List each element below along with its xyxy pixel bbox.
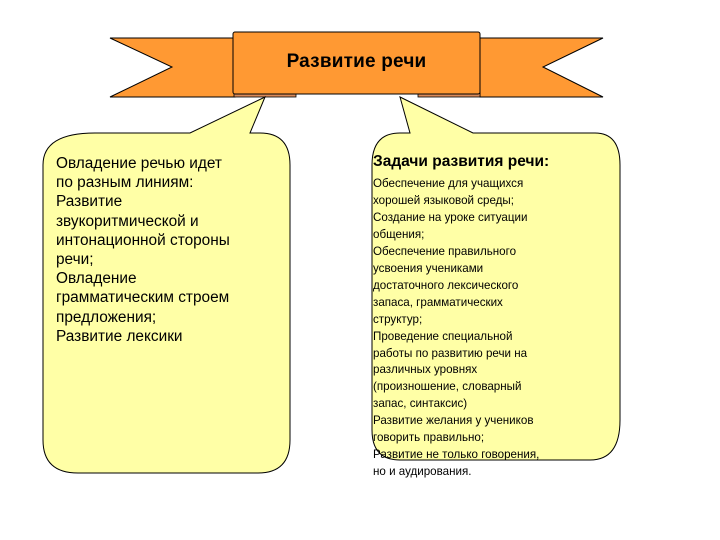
right-callout-list: Обеспечение для учащихся хорошей языково… bbox=[373, 176, 618, 481]
ribbon-right-tail bbox=[479, 37, 604, 98]
task-item: Создание на уроке ситуации общения; bbox=[373, 210, 528, 241]
right-callout-shape bbox=[371, 96, 621, 461]
ribbon-left-tail bbox=[109, 37, 236, 98]
right-callout-title: Задачи развития речи: bbox=[373, 153, 550, 170]
task-item: Обеспечение для учащихся хорошей языково… bbox=[373, 177, 524, 207]
left-callout-shape bbox=[42, 95, 291, 474]
left-callout-text: Овладение речью идет по разным линиям: Р… bbox=[56, 155, 230, 345]
task-item: Развитие желания у учеников говорить пра… bbox=[373, 414, 534, 445]
banner-title: Развитие речи bbox=[286, 51, 427, 72]
ribbon-center bbox=[232, 31, 481, 95]
task-item: Обеспечение правильного усвоения ученика… bbox=[373, 244, 519, 326]
task-item: Развитие не только говорения, но и аудир… bbox=[373, 448, 540, 479]
task-item: Проведение специальной работы по развити… bbox=[373, 329, 528, 411]
